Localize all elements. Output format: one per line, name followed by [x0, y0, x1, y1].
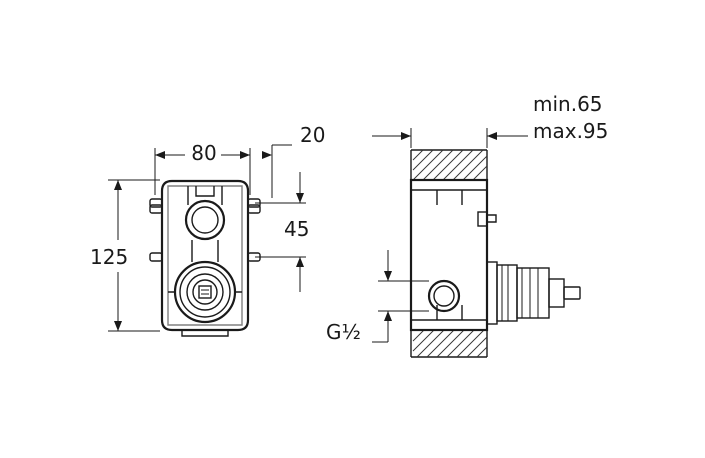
width-label: 80: [191, 141, 216, 165]
front-lower-valve: [168, 260, 242, 324]
front-upper-outlet: [184, 199, 226, 241]
depth-max-label: max.95: [533, 119, 608, 143]
wall-hatch-top: [410, 149, 488, 181]
front-body-outline: [160, 179, 250, 337]
dimension-thread: G½: [326, 250, 429, 344]
dimension-height: 125: [90, 179, 160, 332]
dimension-offset: 20: [262, 123, 325, 198]
dimension-width: 80: [154, 140, 251, 195]
dimension-depth: min.65 max.95: [372, 92, 608, 148]
front-view: 80 20 125 45: [90, 123, 325, 337]
height-label: 125: [90, 245, 128, 269]
side-outlet: [427, 279, 461, 313]
side-box-body: [409, 178, 497, 332]
wall-hatch-bottom: [410, 329, 488, 358]
front-mounting-lugs: [149, 198, 261, 262]
spacing-label: 45: [284, 217, 309, 241]
thread-label: G½: [326, 320, 361, 344]
side-view: min.65 max.95 G½: [326, 92, 608, 358]
depth-min-label: min.65: [533, 92, 603, 116]
side-valve-cartridge: [486, 261, 581, 325]
offset-label: 20: [300, 123, 325, 147]
dimension-spacing: 45: [255, 172, 309, 292]
